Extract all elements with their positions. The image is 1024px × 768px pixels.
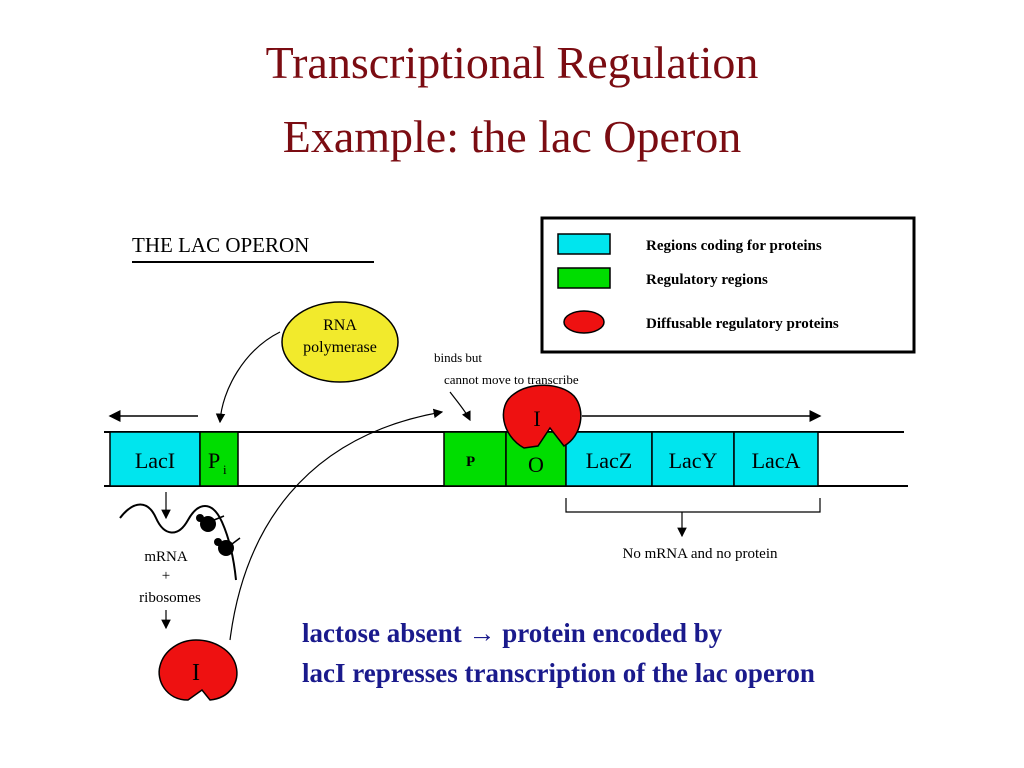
gene-laca-label: LacA	[752, 448, 801, 473]
rna-polymerase-label-2: polymerase	[303, 339, 377, 356]
legend-swatch-protein	[563, 310, 605, 334]
legend-swatch-regulatory	[557, 267, 611, 289]
repressor-bound-label: I	[533, 406, 540, 431]
ribosomes-label: ribosomes	[139, 590, 201, 606]
polymerase-to-pi-arrow	[215, 331, 281, 424]
region-pi-subscript: i	[223, 462, 227, 477]
plus-label: +	[162, 568, 170, 584]
region-o-label: O	[528, 452, 544, 477]
no-product-label: No mRNA and no protein	[623, 546, 778, 562]
repressor-bound-shape	[502, 384, 582, 449]
no-product-bracket	[565, 498, 821, 513]
repressor-free-label: I	[192, 660, 200, 686]
legend-label-coding: Regions coding for proteins	[646, 238, 822, 254]
gene-laca-box	[733, 431, 819, 487]
gene-laci-label: LacI	[135, 448, 175, 473]
caption-line-2: lacI represses transcription of the lac …	[302, 658, 815, 688]
binds-note-arrow	[449, 391, 471, 422]
ribosome-icon-2	[214, 537, 241, 556]
legend-label-protein: Diffusable regulatory proteins	[646, 316, 839, 332]
region-pi-box	[199, 431, 239, 487]
gene-lacy-label: LacY	[669, 448, 718, 473]
mrna-label: mRNA	[144, 549, 188, 565]
repressor-to-operator-arrow	[229, 408, 444, 641]
diagram-heading: THE LAC OPERON	[132, 233, 309, 257]
caption-condition: lactose absent	[302, 618, 462, 648]
caption-effect: protein encoded by	[502, 618, 723, 648]
ribosome-icon-1	[196, 514, 225, 532]
region-pi-label: P	[208, 448, 220, 473]
binds-note-line-1: binds but	[434, 350, 482, 365]
legend-swatch-coding	[557, 233, 611, 255]
gene-laci-box	[109, 431, 201, 487]
caption-arrow: →	[468, 618, 496, 648]
slide-title-line-2: Example: the lac Operon	[282, 111, 742, 162]
slide-title-line-1: Transcriptional Regulation	[265, 37, 759, 88]
rna-polymerase-ellipse	[281, 301, 399, 383]
legend-label-regulatory: Regulatory regions	[646, 272, 768, 288]
binds-note-line-2: cannot move to transcribe	[444, 372, 579, 387]
region-p-label: P	[466, 454, 475, 470]
gene-lacy-box	[651, 431, 735, 487]
region-p-box	[443, 431, 507, 487]
legend: Regions coding for proteins Regulatory r…	[540, 216, 916, 354]
repressor-free-shape	[158, 639, 238, 701]
rna-polymerase-label-1: RNA	[323, 317, 357, 334]
gene-lacz-box	[565, 431, 653, 487]
caption-line-1: lactose absent → protein encoded by	[302, 618, 722, 649]
lac-operon-diagram: THE LAC OPERON Regions coding for protei…	[104, 216, 916, 701]
gene-lacz-label: LacZ	[586, 448, 632, 473]
mrna-strand	[119, 503, 237, 581]
